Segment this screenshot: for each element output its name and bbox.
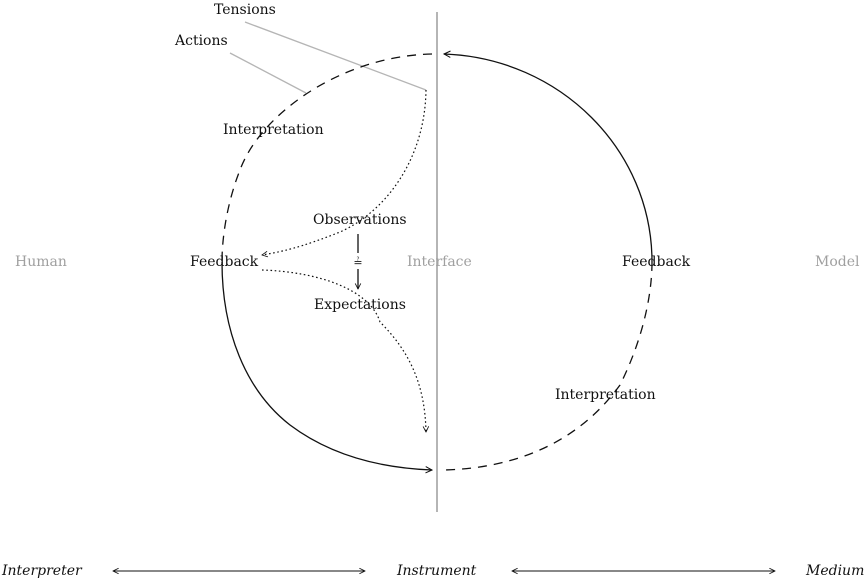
actions-leader-line bbox=[229, 52, 307, 94]
tensions-to-feedback-dotted-path bbox=[262, 89, 427, 255]
left-loop-dashed-arc bbox=[221, 53, 433, 263]
model-label: Model bbox=[815, 254, 860, 270]
human-label: Human bbox=[15, 254, 67, 270]
feedback-to-tensions-dotted-path bbox=[261, 269, 426, 432]
tensions-leader-line bbox=[244, 21, 427, 91]
interpretation-label-left: Interpretation bbox=[223, 122, 324, 138]
feedback-label-right: Feedback bbox=[622, 254, 691, 270]
actions-label: Actions bbox=[174, 33, 228, 49]
comparison-symbol: ≟ bbox=[353, 256, 362, 269]
interface-label: Interface bbox=[407, 254, 472, 270]
right-loop-solid-arc bbox=[444, 54, 653, 263]
left-loop-solid-arc bbox=[221, 261, 432, 470]
expectations-label: Expectations bbox=[314, 297, 406, 313]
tensions-label: Tensions bbox=[214, 2, 276, 18]
observations-label: Observations bbox=[313, 212, 407, 228]
instrument-axis-label: Instrument bbox=[396, 563, 477, 579]
interpreter-axis-label: Interpreter bbox=[1, 563, 83, 579]
interpretation-label-right: Interpretation bbox=[555, 387, 656, 403]
feedback-label-left: Feedback bbox=[190, 254, 259, 270]
medium-axis-label: Medium bbox=[805, 563, 864, 579]
right-loop-dashed-arc bbox=[443, 261, 653, 471]
